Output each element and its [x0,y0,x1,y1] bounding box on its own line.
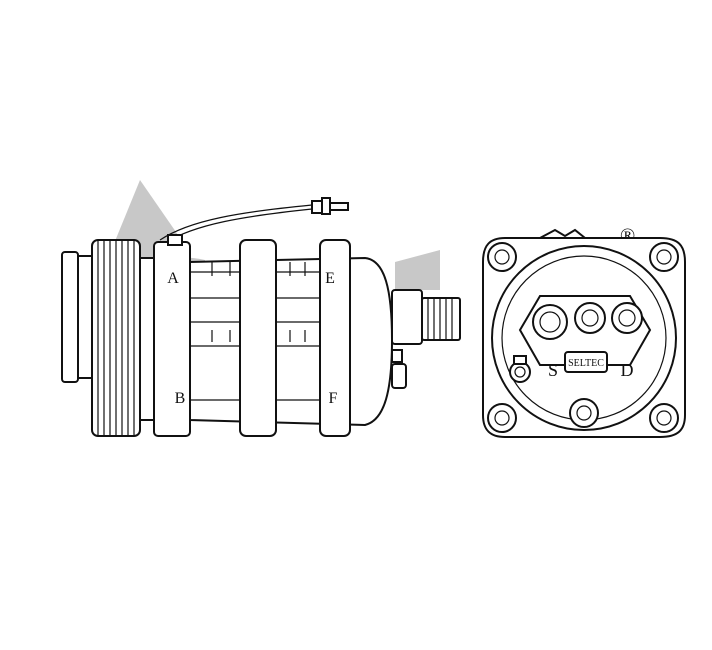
suction-port [532,304,568,340]
label-f: F [329,390,338,407]
discharge-port [611,302,643,334]
suction-label: S [548,360,558,380]
label-a: A [167,270,179,287]
label-e: E [325,270,335,287]
discharge-label: D [621,360,634,380]
compressor-rear-view: SELTEC S D [482,228,686,438]
service-valve [509,355,531,383]
middle-port [574,302,606,334]
pulley-grooves [97,240,135,436]
brand-label: SELTEC [568,358,604,369]
compressor-side-view: A B E F [61,197,461,437]
label-b: B [175,390,186,407]
